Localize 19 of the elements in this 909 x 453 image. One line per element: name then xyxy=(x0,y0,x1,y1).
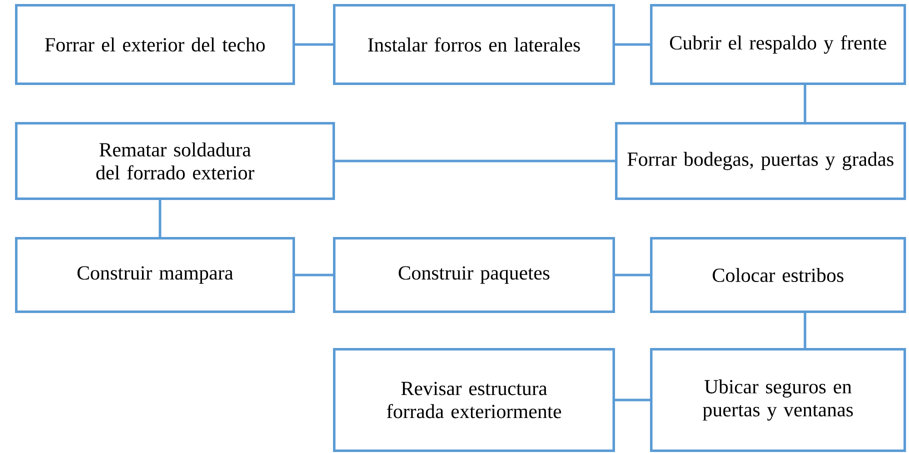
process-box: Construir mampara xyxy=(15,237,295,313)
process-box: Ubicar seguros en puertas y ventanas xyxy=(650,348,906,452)
process-box: Forrar bodegas, puertas y gradas xyxy=(615,122,906,200)
connector-line xyxy=(158,200,162,237)
process-box: Forrar el exterior del techo xyxy=(15,4,295,85)
connector-line xyxy=(804,85,806,122)
connector-line xyxy=(295,274,333,276)
connector-line xyxy=(295,43,333,46)
process-box: Revisar estructura forrada exteriormente xyxy=(333,348,615,452)
process-box: Cubrir el respaldo y frente xyxy=(650,4,906,85)
process-box: Colocar estribos xyxy=(650,237,906,313)
connector-line xyxy=(335,160,615,162)
connector-line xyxy=(615,398,650,402)
connector-line xyxy=(804,313,806,348)
process-box: Rematar soldadura del forrado exterior xyxy=(15,122,335,200)
connector-line xyxy=(615,274,650,276)
process-box: Instalar forros en laterales xyxy=(333,4,615,85)
connector-line xyxy=(615,43,650,46)
process-box: Construir paquetes xyxy=(333,237,615,313)
